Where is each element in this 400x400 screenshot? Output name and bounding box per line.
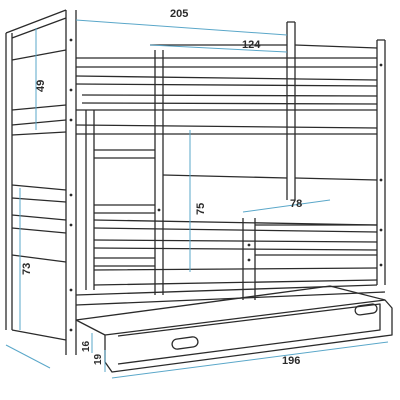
upper-guard-low [81, 94, 378, 105]
left-lower-board-1 [11, 184, 67, 203]
label-drawer-gap: 16 [81, 340, 92, 352]
right-top-cap [287, 21, 385, 41]
upper-guard-top [76, 57, 377, 68]
left-front-post [65, 10, 77, 355]
lower-guard-mid [93, 239, 378, 251]
dimension-lines [5, 19, 389, 379]
label-upper-inner-length: 124 [242, 39, 261, 51]
left-top-rail [5, 9, 67, 39]
label-upper-rail-height: 49 [35, 80, 47, 92]
dimension-labels: 205 124 49 73 75 78 196 19 16 [21, 8, 302, 367]
ladder-rung-1 [94, 149, 155, 159]
right-front-post [376, 40, 386, 285]
ladder-rung-2 [94, 204, 155, 214]
ladder-rung-3 [94, 257, 155, 267]
dim-line-depth [5, 344, 51, 369]
drawer-inner [117, 303, 381, 365]
left-lower-board-2 [11, 214, 67, 234]
label-drawer-height: 19 [93, 353, 104, 365]
bolt-dots [69, 38, 383, 332]
dim-line-205 [75, 19, 288, 36]
left-upper-board-1 [11, 49, 67, 111]
drawer-handle-right [354, 303, 378, 316]
ladder-right-rail [85, 110, 95, 290]
label-clearance-height: 75 [195, 203, 207, 215]
left-upper-board-2 [11, 119, 67, 136]
right-rear-post [286, 22, 296, 200]
lower-back-rail [162, 174, 378, 181]
lower-mattress-edge [93, 267, 378, 286]
label-lower-rail-height: 73 [21, 263, 33, 275]
lower-guard-top [93, 219, 378, 233]
barrier-board [255, 224, 377, 256]
dim-line-124 [149, 44, 288, 53]
barrier-post-left [242, 218, 256, 300]
upper-guard-mid [75, 75, 378, 87]
upper-back-rail [150, 44, 378, 49]
dim-line-78 [242, 199, 331, 213]
drawer-handle-left [171, 336, 199, 350]
label-width-total: 205 [170, 8, 188, 20]
left-lower-board-3 [11, 254, 67, 341]
label-drawer-length: 196 [282, 355, 300, 367]
dim-line-196 [111, 341, 389, 379]
left-rear-post [5, 33, 13, 330]
label-barrier-length: 78 [290, 198, 302, 210]
ladder-left-rail [154, 50, 164, 295]
bed-frame [5, 9, 393, 373]
upper-mattress-edge [75, 109, 378, 135]
drawer-top [75, 285, 386, 336]
